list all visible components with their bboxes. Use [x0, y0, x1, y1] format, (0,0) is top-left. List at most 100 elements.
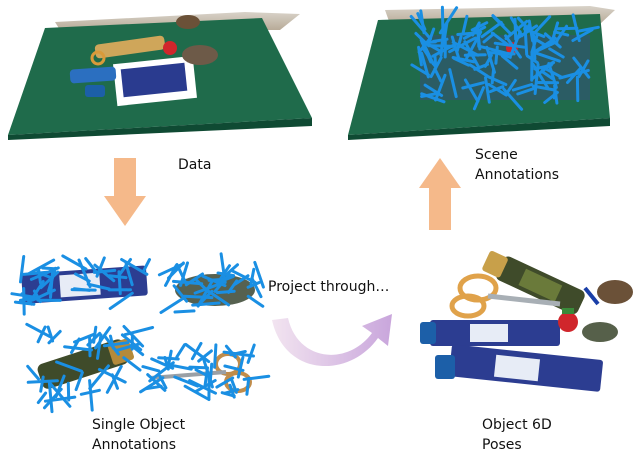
grasp-annotation-stroke	[88, 379, 94, 412]
grasp-annotation-stroke	[468, 63, 489, 78]
grasp-annotation-stroke	[523, 23, 529, 56]
grasp-annotation-stroke	[47, 266, 57, 293]
grasp-annotation-stroke	[124, 262, 134, 287]
grasp-annotation-stroke	[482, 32, 496, 44]
grasp-annotation-stroke	[207, 277, 228, 282]
grasp-annotation-stroke	[230, 269, 257, 284]
grasp-annotation-stroke	[461, 81, 485, 90]
grasp-annotation-stroke	[420, 51, 430, 79]
grasp-annotation-stroke	[490, 67, 496, 85]
grasp-annotation-stroke	[31, 288, 56, 302]
grasp-annotation-stroke	[29, 280, 45, 303]
grasp-annotation-stroke	[108, 291, 134, 310]
grasp-annotation-stroke	[74, 371, 84, 392]
grasp-annotation-stroke	[219, 252, 227, 284]
grasp-annotation-stroke	[516, 86, 538, 96]
project-through-label: Project through…	[268, 279, 390, 295]
grasp-annotation-stroke	[242, 374, 271, 381]
grasp-annotation-stroke	[540, 69, 554, 80]
grasp-annotation-stroke	[39, 375, 45, 393]
grasp-annotation-stroke	[183, 384, 211, 401]
grasp-annotation-stroke	[182, 294, 214, 300]
grasp-annotation-stroke	[548, 47, 565, 59]
single-object-annotations-label: Single Object Annotations	[92, 417, 186, 453]
grasp-annotation-stroke	[47, 381, 54, 414]
grasp-annotation-stroke	[86, 331, 102, 347]
grasp-annotation-stroke	[433, 67, 443, 83]
grasp-annotation-stroke	[172, 284, 189, 303]
grasp-annotation-stroke	[36, 325, 47, 344]
grasp-annotation-stroke	[442, 21, 449, 46]
grasp-annotation-stroke	[227, 279, 239, 294]
grasp-annotation-stroke	[29, 266, 60, 281]
grasp-annotation-stroke	[440, 5, 445, 37]
grasp-annotation-stroke	[220, 391, 236, 398]
grasp-annotation-stroke	[13, 300, 36, 306]
object-6d-poses-image	[420, 250, 633, 392]
data-scene-image	[8, 12, 312, 140]
grasp-annotation-stroke	[184, 272, 204, 287]
grasp-annotation-stroke	[122, 356, 142, 372]
grasp-annotation-stroke	[493, 41, 526, 49]
grasp-annotation-stroke	[37, 267, 42, 285]
single-object-annotations-image	[10, 252, 271, 414]
grasp-annotation-stroke	[63, 345, 93, 352]
grasp-annotation-stroke	[448, 68, 458, 99]
grasp-annotation-stroke	[236, 355, 245, 379]
grasp-annotation-stroke	[46, 325, 55, 343]
grasp-annotation-stroke	[27, 258, 56, 276]
grasp-annotation-stroke	[141, 365, 161, 373]
grasp-annotation-stroke	[173, 375, 200, 388]
grasp-annotation-stroke	[191, 301, 221, 307]
grasp-annotation-stroke	[167, 363, 193, 371]
grasp-annotation-stroke	[497, 52, 512, 59]
grasp-annotation-stroke	[410, 63, 430, 77]
grasp-annotation-stroke	[188, 365, 207, 370]
grasp-annotation-stroke	[246, 281, 261, 289]
grasp-annotation-stroke	[448, 36, 477, 54]
grasp-annotation-stroke	[463, 40, 481, 69]
grasp-annotation-stroke	[246, 294, 265, 308]
grasp-annotation-stroke	[123, 326, 155, 337]
grasp-annotation-stroke	[451, 40, 480, 57]
grasp-annotation-stroke	[577, 25, 600, 33]
grasp-annotation-stroke	[531, 50, 561, 63]
grasp-annotation-stroke	[505, 78, 517, 95]
grasp-annotation-stroke	[167, 349, 173, 366]
grasp-annotation-stroke	[226, 263, 239, 275]
grasp-annotation-stroke	[429, 56, 443, 78]
grasp-annotation-stroke	[26, 364, 40, 381]
grasp-annotation-stroke	[222, 350, 255, 358]
grasp-annotation-stroke	[188, 379, 217, 395]
grasp-annotation-stroke	[54, 374, 66, 399]
grasp-annotation-stroke	[427, 44, 457, 48]
scene-annotations-label: Scene Annotations	[475, 147, 560, 183]
down-arrow-icon	[104, 158, 146, 226]
grasp-annotation-stroke	[70, 288, 97, 292]
grasp-annotation-stroke	[253, 260, 265, 289]
grasp-annotation-stroke	[93, 263, 116, 283]
grasp-annotation-stroke	[461, 14, 469, 35]
grasp-annotation-stroke	[213, 343, 218, 369]
grasp-annotation-stroke	[421, 46, 437, 68]
grasp-annotation-stroke	[86, 282, 111, 291]
grasp-annotation-stroke	[94, 326, 112, 350]
object-6d-poses-label: Object 6D Poses	[482, 417, 552, 453]
data-label: Data	[178, 157, 212, 173]
grasp-annotation-stroke	[414, 31, 431, 48]
grasp-annotation-stroke	[488, 85, 505, 94]
grasp-annotation-stroke	[175, 343, 187, 359]
grasp-annotation-stroke	[146, 373, 167, 392]
grasp-annotation-stroke	[22, 287, 26, 316]
grasp-annotation-stroke	[73, 332, 96, 344]
grasp-annotation-stroke	[105, 364, 123, 394]
grasp-annotation-stroke	[197, 349, 213, 363]
curved-arrow-icon	[272, 314, 392, 367]
grasp-annotation-stroke	[566, 66, 583, 84]
grasp-annotation-stroke	[417, 45, 423, 67]
grasp-annotation-stroke	[223, 364, 245, 372]
grasp-annotation-stroke	[246, 343, 256, 364]
grasp-annotation-stroke	[530, 33, 539, 54]
grasp-annotation-stroke	[547, 62, 558, 89]
